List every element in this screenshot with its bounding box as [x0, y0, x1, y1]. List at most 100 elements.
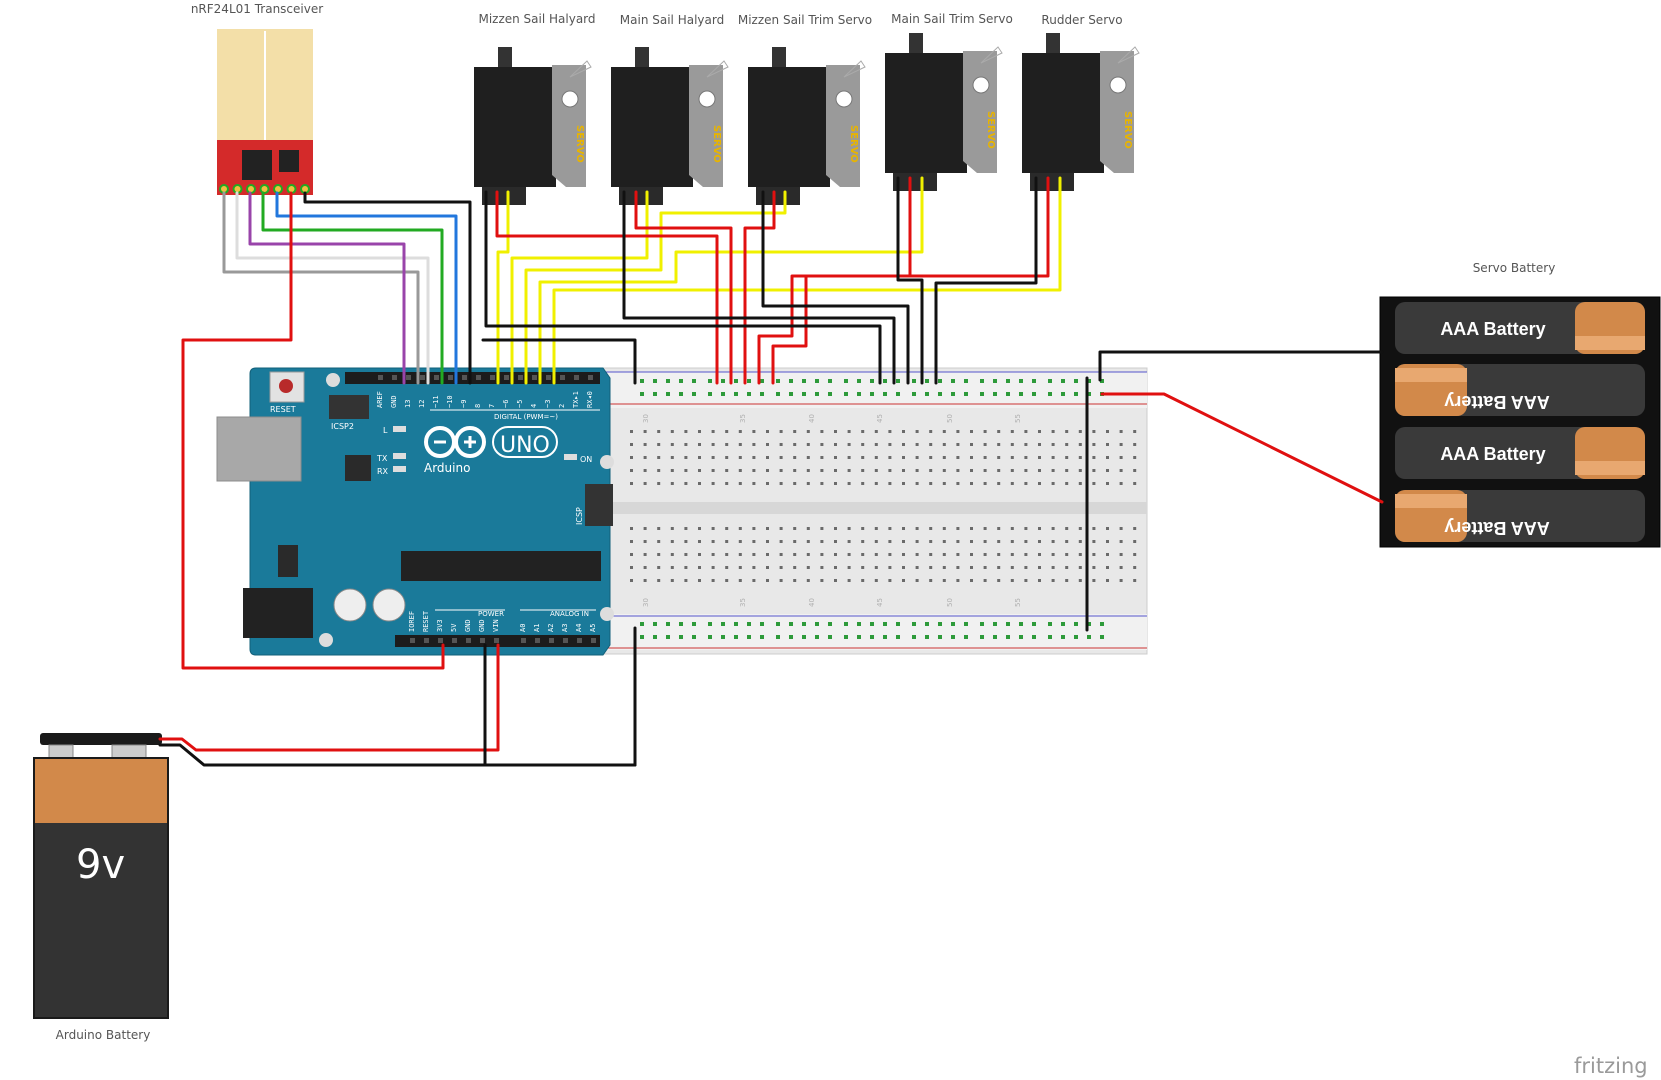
breadboard-hole [1078, 566, 1082, 569]
servo-body-label: SERVO [574, 125, 585, 163]
breadboard-hole [956, 430, 960, 433]
rail-hole [964, 379, 968, 383]
wire-signal-main-trim [538, 176, 924, 385]
breadboard-hole [711, 553, 715, 556]
rail-hole [844, 635, 848, 639]
breadboard-hole [983, 566, 987, 569]
rail-hole [857, 392, 861, 396]
breadboard-hole [874, 469, 878, 472]
rail-hole [679, 392, 683, 396]
breadboard-hole [929, 430, 933, 433]
header-pin [490, 375, 495, 380]
breadboard-hole [1038, 430, 1041, 433]
rail-hole [896, 379, 900, 383]
header-pin [577, 638, 582, 643]
breadboard-hole [1051, 469, 1055, 472]
breadboard-hole [970, 579, 973, 582]
rail-hole [912, 392, 916, 396]
header-pin [476, 375, 481, 380]
breadboard: 30 35 40 45 50 55 30 35 40 45 50 55 [574, 367, 1148, 655]
breadboard-hole [956, 566, 960, 569]
rail-hole [815, 635, 819, 639]
breadboard-hole [888, 443, 892, 446]
breadboard-hole [902, 430, 905, 433]
breadboard-hole [861, 566, 865, 569]
breadboard-hole [956, 527, 960, 530]
header-pin [448, 375, 453, 380]
breadboard-hole [806, 443, 810, 446]
wire-signal-mizzen-halyard [496, 190, 510, 385]
rail-hole [844, 379, 848, 383]
rail-hole [666, 635, 670, 639]
breadboard-hole [698, 527, 701, 530]
breadboard-hole [915, 456, 919, 459]
wire-servo-battery-black [1098, 350, 1384, 382]
breadboard-hole [983, 527, 987, 530]
rail-hole [708, 379, 712, 383]
arduino-name: Arduino [424, 461, 470, 475]
rail-hole [640, 379, 644, 383]
rail-hole [802, 379, 806, 383]
breadboard-hole [1092, 553, 1096, 556]
rail-hole [883, 379, 887, 383]
header-pin [518, 375, 523, 380]
breadboard-hole [806, 482, 810, 485]
breadboard-hole [820, 482, 824, 485]
breadboard-hole [1024, 540, 1028, 543]
aaa-battery-label: AAA Battery [1440, 319, 1545, 339]
servo-label-rudder: Rudder Servo [1041, 13, 1122, 27]
breadboard-hole [725, 443, 729, 446]
wire-nrf-blue [275, 191, 458, 385]
wire-9v-black [158, 743, 637, 767]
breadboard-hole [752, 469, 756, 472]
breadboard-hole [1038, 553, 1041, 556]
wire-power-mizzen-trim [743, 190, 776, 385]
breadboard-hole [1024, 456, 1028, 459]
breadboard-hole [657, 469, 661, 472]
breadboard-hole [1119, 482, 1123, 485]
breadboard-hole [738, 482, 742, 485]
led-on [564, 454, 577, 460]
breadboard-hole [738, 579, 742, 582]
digital-pin-label: ~5 [516, 400, 524, 408]
breadboard-hole [752, 482, 756, 485]
breadboard-hole [997, 482, 1001, 485]
breadboard-hole [698, 579, 701, 582]
breadboard-hole [1119, 469, 1123, 472]
wire-servo-battery-red [1100, 392, 1384, 504]
breadboard-hole [793, 430, 797, 433]
breadboard-hole [1078, 469, 1082, 472]
breadboard-hole [902, 553, 905, 556]
rail-hole [870, 622, 874, 626]
breadboard-hole [630, 456, 633, 459]
breadboard-hole [725, 579, 729, 582]
arduino-uno: RESET ICSP2 ICSP L TX RX ON UNO Arduino [216, 367, 614, 656]
breadboard-hole [1106, 566, 1109, 569]
rail-hole [844, 622, 848, 626]
breadboard-hole [766, 430, 769, 433]
breadboard-hole [847, 579, 851, 582]
breadboard-hole [983, 540, 987, 543]
rail-hole [802, 635, 806, 639]
aaa-battery: AAA Battery [1395, 364, 1645, 416]
rail-hole [692, 379, 696, 383]
header-pin [434, 375, 439, 380]
breadboard-hole [711, 540, 715, 543]
led-tx [393, 453, 406, 459]
icsp2-label: ICSP2 [331, 422, 354, 431]
breadboard-hole [847, 430, 851, 433]
breadboard-hole [643, 443, 647, 446]
breadboard-hole [670, 430, 674, 433]
breadboard-hole [1092, 540, 1096, 543]
wires [158, 176, 1384, 767]
wire-nrf-purple [248, 191, 406, 385]
breadboard-hole [820, 443, 824, 446]
breadboard-hole [793, 579, 797, 582]
breadboard-hole [1065, 456, 1069, 459]
breadboard-hole [806, 579, 810, 582]
breadboard-hole [929, 553, 933, 556]
breadboard-hole [929, 579, 933, 582]
breadboard-hole [766, 469, 769, 472]
rail-hole [828, 635, 832, 639]
power-pin-label: RESET [422, 610, 430, 632]
